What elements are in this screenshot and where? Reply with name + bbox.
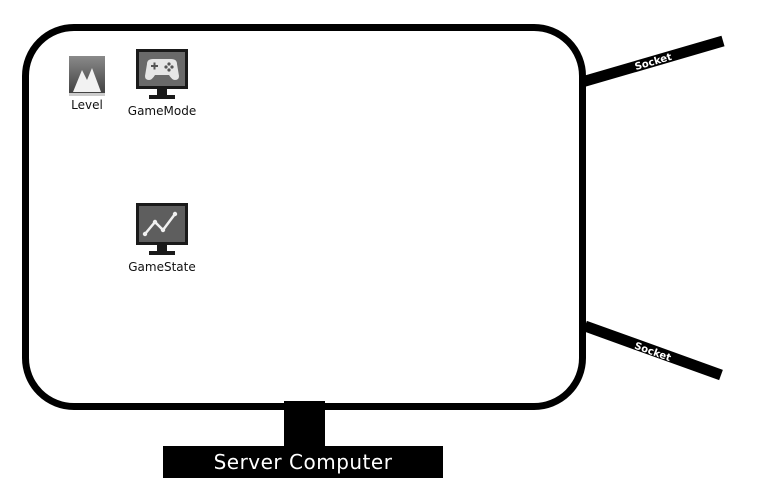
game-mode-label: GameMode [127,104,197,118]
level-mountain-icon [69,56,105,96]
socket-cable-bottom: Socket [583,320,723,381]
monitor-stand-neck [284,401,325,447]
server-computer-label: Server Computer [163,446,443,478]
socket-line-top [580,35,725,88]
game-state-label: GameState [128,260,196,274]
socket-label-bottom: Socket [633,341,673,364]
socket-cable-top: Socket [580,35,725,88]
graph-monitor-icon [136,203,188,255]
game-state-item[interactable]: GameState [124,202,200,274]
game-mode-item[interactable]: GameMode [124,48,200,118]
socket-label-top: Socket [634,52,674,73]
socket-line-bottom [583,320,723,381]
level-item[interactable]: Level [62,56,112,112]
level-label: Level [71,98,103,112]
gamepad-monitor-icon [136,49,188,99]
server-monitor-screen [22,24,586,410]
